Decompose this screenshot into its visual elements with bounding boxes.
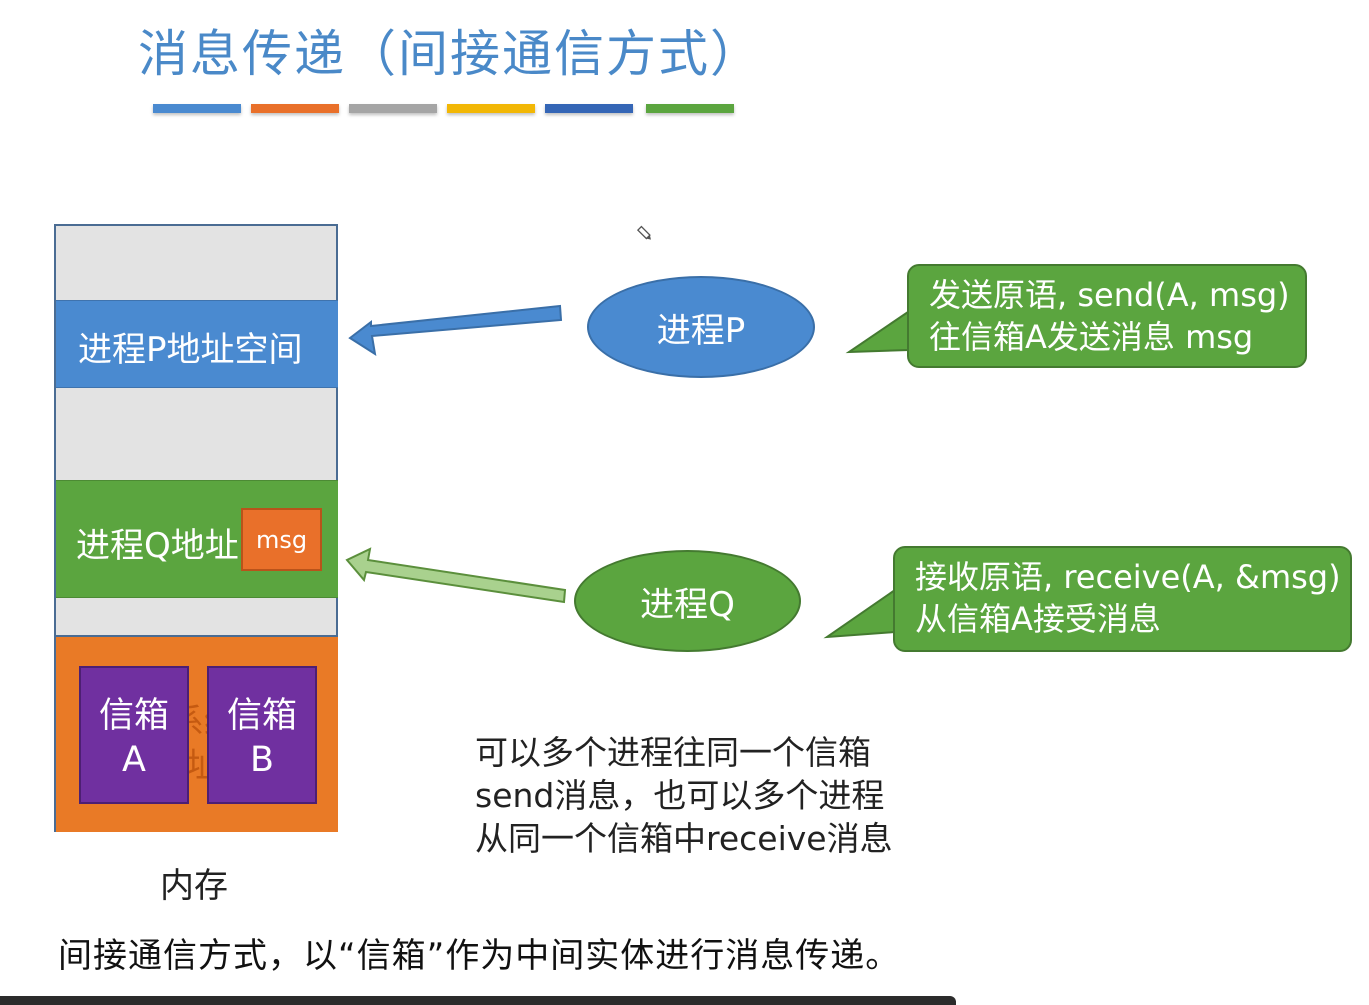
send-primitive-line1: 发送原语, send(A, msg) [929, 276, 1290, 314]
msg-buffer: msg [241, 508, 322, 571]
process-q-label: 进程Q [640, 584, 735, 625]
mailbox-a-id: A [122, 740, 146, 780]
title-stripe-5 [545, 104, 633, 113]
callout-send-tail [845, 310, 909, 354]
process-p-node: 进程P [587, 276, 815, 378]
title-stripe-6 [646, 104, 734, 113]
arrow-p-to-memory [348, 304, 563, 357]
process-q-node: 进程Q [574, 550, 801, 652]
explanation-note: 可以多个进程往同一个信箱 send消息，也可以多个进程 从同一个信箱中recei… [475, 731, 893, 860]
title-stripe-2 [251, 104, 339, 113]
receive-primitive-line2: 从信箱A接受消息 [915, 600, 1161, 638]
send-primitive-line2: 往信箱A发送消息 msg [929, 318, 1254, 356]
receive-primitive-line1: 接收原语, receive(A, &msg) [915, 558, 1341, 596]
mailbox-b-label: 信箱 [226, 696, 297, 736]
title-stripe-1 [153, 104, 241, 113]
slide-footer-caption: 间接通信方式，以“信箱”作为中间实体进行消息传递。 [58, 936, 901, 976]
receive-primitive-callout: 接收原语, receive(A, &msg) 从信箱A接受消息 [893, 546, 1352, 652]
mailbox-a-label: 信箱 [98, 696, 169, 736]
process-p-label: 进程P [656, 310, 746, 351]
mailbox-a: 信箱 A [79, 666, 189, 804]
process-p-address-space [56, 300, 338, 388]
note-line-3: 从同一个信箱中receive消息 [475, 819, 893, 858]
memory-caption: 内存 [160, 866, 228, 906]
note-line-1: 可以多个进程往同一个信箱 [475, 733, 871, 772]
note-line-2: send消息，也可以多个进程 [475, 776, 885, 815]
process-p-address-space-label: 进程P地址空间 [78, 330, 303, 370]
mailbox-b: 信箱 B [207, 666, 317, 804]
title-stripe-3 [349, 104, 437, 113]
title-stripe-4 [447, 104, 535, 113]
send-primitive-callout: 发送原语, send(A, msg) 往信箱A发送消息 msg [907, 264, 1307, 368]
callout-receive-tail [823, 588, 896, 639]
pencil-cursor-icon [636, 225, 651, 240]
mailbox-b-id: B [249, 740, 274, 780]
arrow-q-to-memory [345, 547, 567, 604]
process-q-address-space-label: 进程Q地址 [76, 526, 239, 566]
slide-title: 消息传递（间接通信方式） [138, 25, 762, 83]
video-player-bar [0, 996, 956, 1005]
